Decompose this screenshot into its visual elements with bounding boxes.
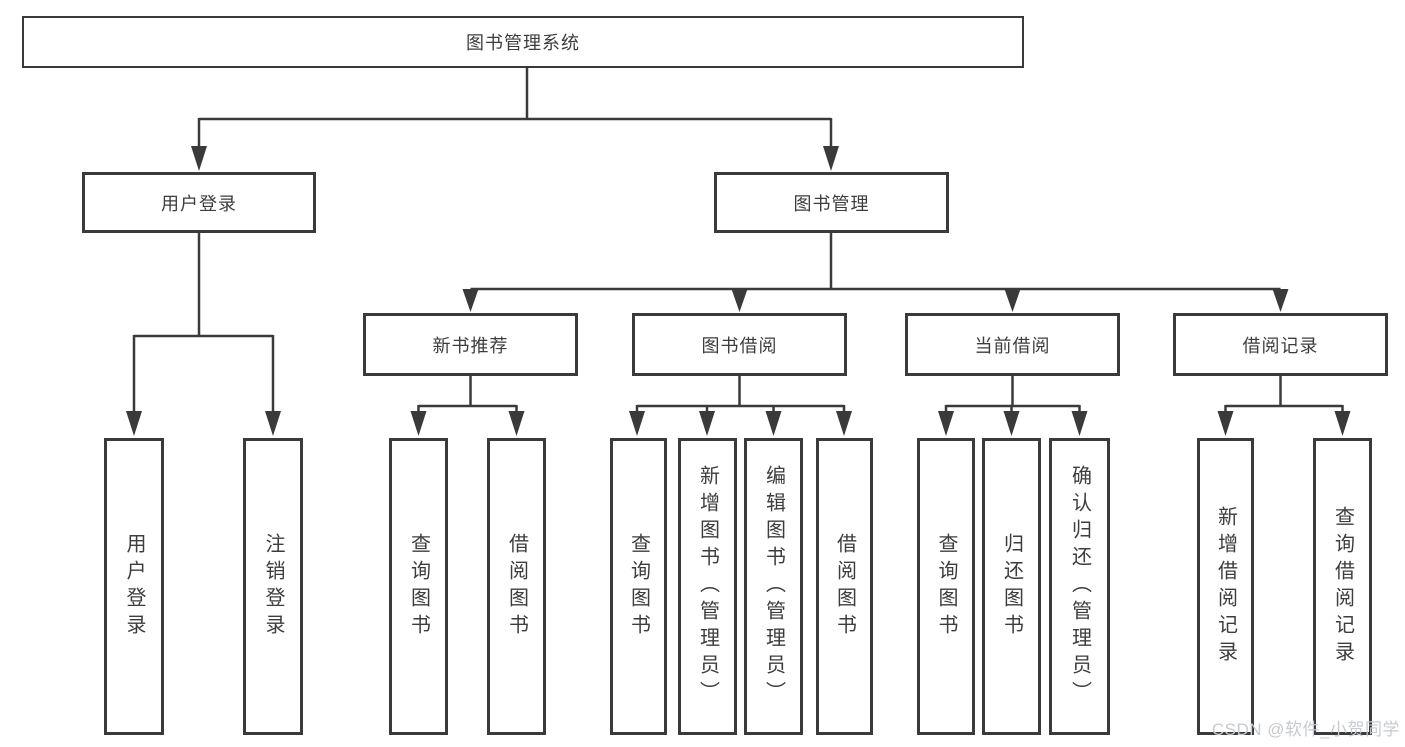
node-label: 用户登录 [123,532,145,641]
node-label: 借阅图书 [505,532,528,641]
node-label: 确认归还（管理员） [1068,465,1091,708]
leaf-add-book-admin: 新增图书（管理员） [678,438,737,735]
node-label: 新增图书（管理员） [696,465,719,708]
node-borrowing-records: 借阅记录 [1173,313,1388,376]
node-label: 查询借阅记录 [1331,505,1354,668]
node-label: 用户登录 [161,193,237,214]
node-label: 注销登录 [262,532,284,641]
leaf-borrow-books-recommend: 借阅图书 [487,438,546,735]
leaf-query-books-borrowing: 查询图书 [610,438,667,735]
leaf-logout: 注销登录 [243,438,303,735]
leaf-query-books-recommend: 查询图书 [389,438,448,735]
csdn-watermark: CSDN @软件_小贺同学 [1211,720,1400,739]
node-current-borrowing: 当前借阅 [905,313,1120,376]
leaf-query-borrow-record: 查询借阅记录 [1313,438,1372,735]
node-library-management-system: 图书管理系统 [22,16,1024,68]
node-user-login: 用户登录 [82,172,316,233]
node-label: 当前借阅 [974,335,1051,356]
node-label: 查询图书 [935,532,957,641]
node-book-borrowing: 图书借阅 [632,313,847,376]
node-label: 借阅记录 [1242,335,1319,356]
leaf-borrow-books-borrowing: 借阅图书 [816,438,873,735]
leaf-user-login: 用户登录 [104,438,164,735]
node-label: 借阅图书 [833,532,856,641]
node-label: 图书管理系统 [466,33,580,53]
node-label: 图书借阅 [701,335,778,356]
node-label: 查询图书 [627,532,650,641]
leaf-confirm-return-admin: 确认归还（管理员） [1049,438,1110,735]
node-label: 新增借阅记录 [1214,505,1237,668]
node-label: 查询图书 [407,532,430,641]
leaf-edit-book-admin: 编辑图书（管理员） [744,438,803,735]
leaf-query-books-current: 查询图书 [917,438,975,735]
leaf-add-borrow-record: 新增借阅记录 [1197,438,1254,735]
node-label: 新书推荐 [432,335,509,356]
node-new-book-recommendation: 新书推荐 [363,313,578,376]
node-book-management: 图书管理 [714,172,949,233]
node-label: 编辑图书（管理员） [762,465,785,708]
node-label: 图书管理 [793,193,870,214]
node-label: 归还图书 [1000,532,1023,641]
leaf-return-books: 归还图书 [982,438,1041,735]
